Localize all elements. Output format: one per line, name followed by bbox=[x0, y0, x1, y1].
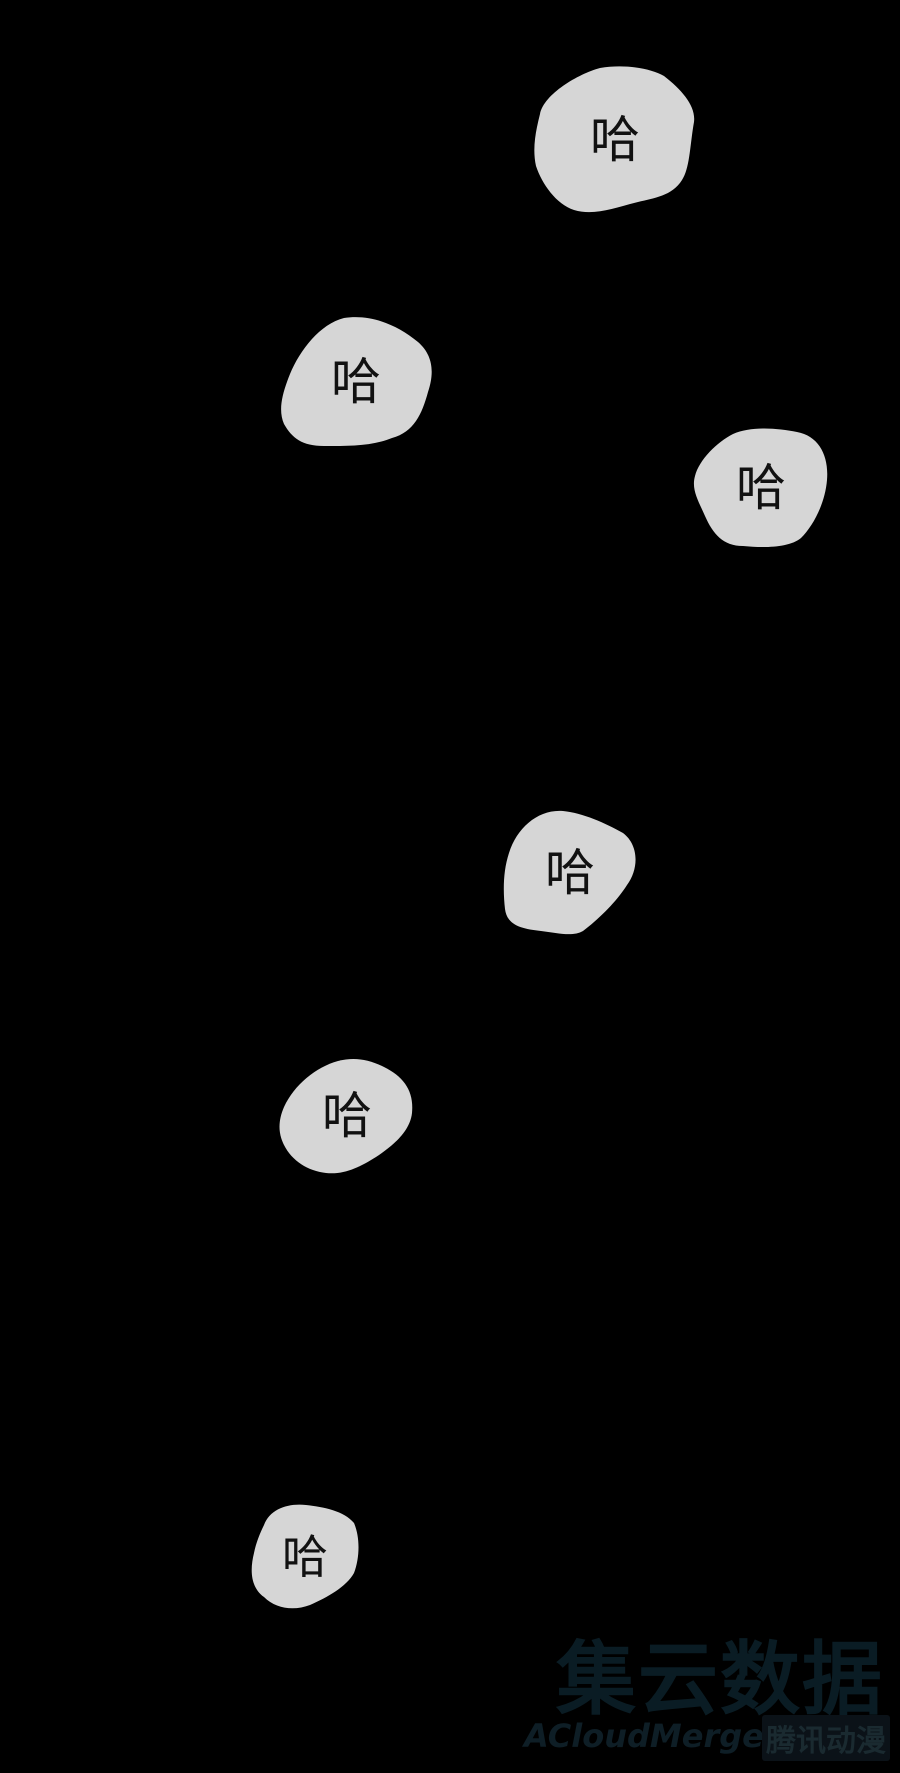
bubble-shape bbox=[503, 810, 636, 935]
bubble-text: 哈 bbox=[545, 844, 595, 902]
bubble-text: 哈 bbox=[322, 1087, 372, 1145]
bubble-shape bbox=[251, 1504, 359, 1609]
bubble-shape bbox=[281, 317, 432, 446]
speech-bubble: 哈 bbox=[534, 66, 696, 214]
speech-bubble: 哈 bbox=[503, 809, 637, 937]
bubble-shape bbox=[279, 1059, 413, 1174]
bubble-text: 哈 bbox=[331, 353, 381, 411]
speech-bubble: 哈 bbox=[693, 428, 829, 548]
watermark-badge: 腾讯动漫 bbox=[762, 1715, 890, 1761]
speech-bubble: 哈 bbox=[280, 316, 432, 448]
bubble-text: 哈 bbox=[282, 1530, 328, 1584]
watermark: 集云数据 ACloudMerge 腾讯动漫 bbox=[514, 1615, 894, 1765]
bubble-text: 哈 bbox=[736, 459, 786, 517]
bubble-text: 哈 bbox=[590, 111, 640, 169]
speech-bubble: 哈 bbox=[250, 1503, 360, 1611]
watermark-main-text: 集云数据 bbox=[556, 1633, 884, 1726]
bubble-shape bbox=[534, 66, 695, 213]
bubble-shape bbox=[693, 428, 828, 548]
watermark-latin-text: ACloudMerge bbox=[524, 1717, 764, 1755]
speech-bubble: 哈 bbox=[279, 1057, 414, 1175]
